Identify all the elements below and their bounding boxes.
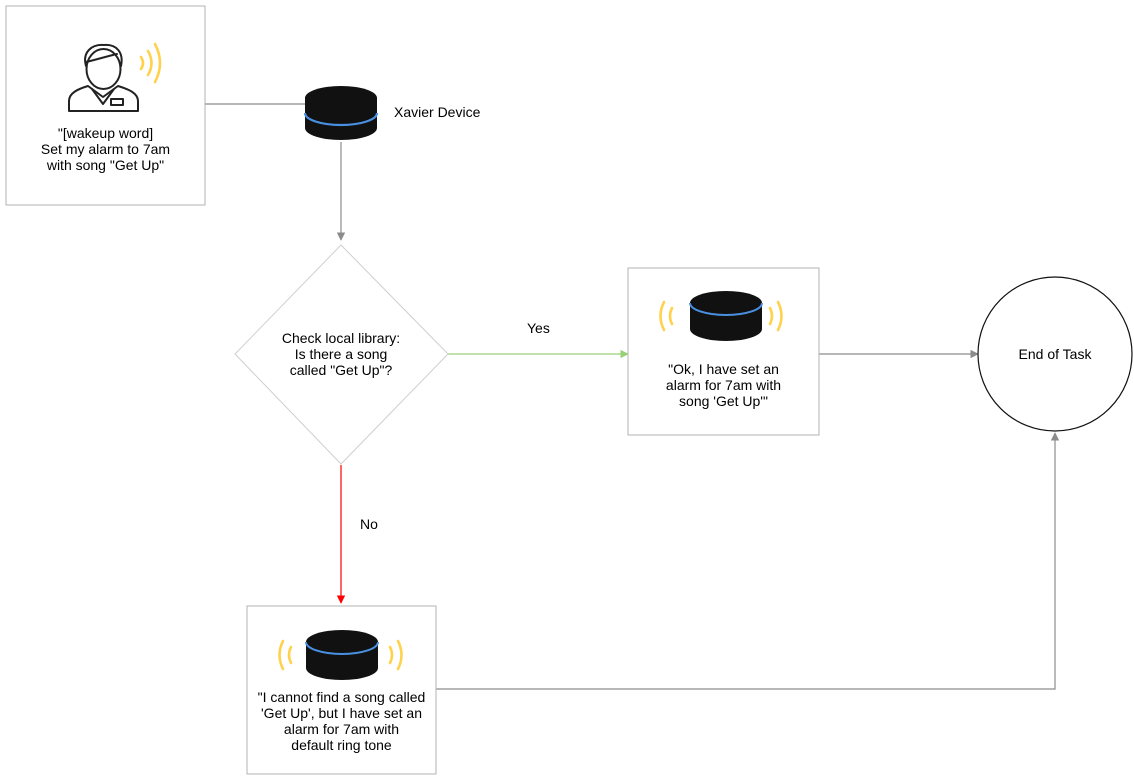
user-request-text: "[wakeup word] Set my alarm to 7am with …: [40, 125, 171, 173]
decision-diamond: [234, 244, 449, 465]
yes-response-text: "Ok, I have set an alarm for 7am with so…: [665, 361, 782, 409]
no-response-text: "I cannot find a song called 'Get Up', b…: [257, 689, 426, 753]
yes-edge-label: Yes: [527, 320, 550, 336]
sound-waves-icon: [139, 42, 162, 84]
no-edge-label: No: [360, 516, 378, 532]
speaking-speaker-icon: [278, 630, 403, 680]
end-node-text: End of Task: [1018, 346, 1092, 362]
smart-speaker-icon: [303, 86, 379, 140]
user-icon: [68, 43, 139, 112]
user-request-box: [5, 5, 206, 206]
device-label: Xavier Device: [394, 104, 481, 120]
speaking-speaker-icon: [659, 291, 783, 341]
decision-text: Check local library: Is there a song cal…: [281, 330, 401, 378]
end-node-circle: [977, 276, 1133, 432]
connector-no-box-to-end: [436, 432, 1060, 690]
